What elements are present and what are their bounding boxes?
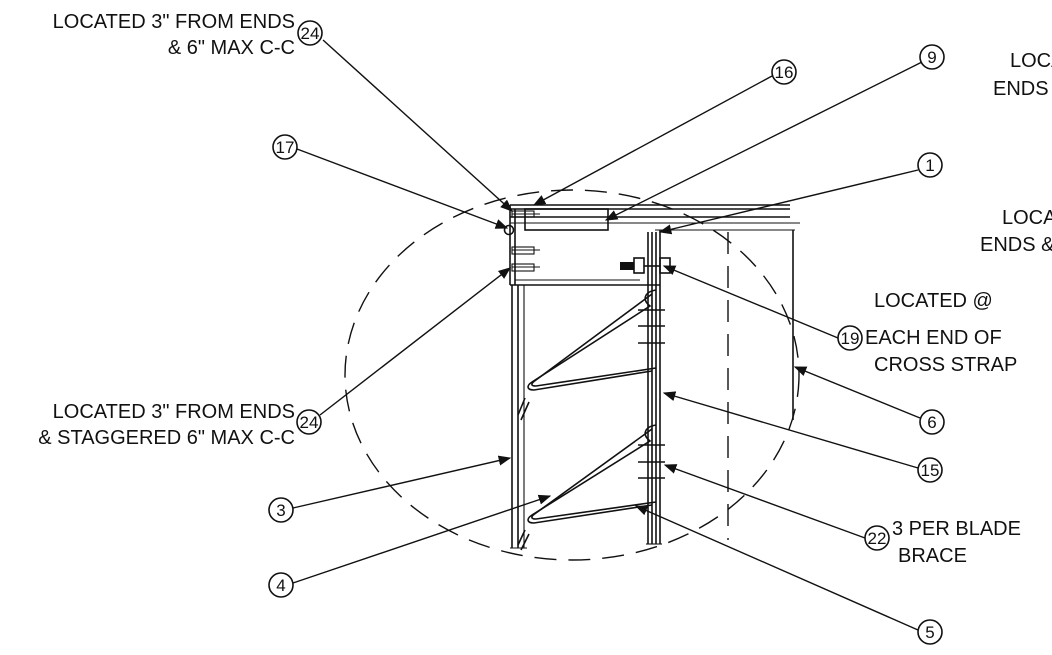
callout-bubble xyxy=(837,325,863,351)
note-22-line1: 3 PER BLADE xyxy=(892,518,1021,540)
callout-1: 1 xyxy=(917,152,943,178)
note-22-line2: BRACE xyxy=(898,545,967,567)
callout-bubble xyxy=(919,44,945,70)
callout-24-top: 24 xyxy=(297,20,323,46)
callout-number: 16 xyxy=(775,63,794,82)
callout-number: 4 xyxy=(276,576,285,595)
blade-upper xyxy=(517,289,665,421)
callout-number: 24 xyxy=(300,413,319,432)
callout-bubble xyxy=(917,152,943,178)
frame-assembly xyxy=(503,204,800,551)
callout-3: 3 xyxy=(268,497,294,523)
bolt-19 xyxy=(620,257,671,274)
callout-number: 22 xyxy=(868,529,887,548)
note-24-mid-line2: & STAGGERED 6" MAX C-C xyxy=(38,427,295,449)
callout-6: 6 xyxy=(919,409,945,435)
callout-number: 6 xyxy=(927,413,936,432)
note-cut-right-1a: LOCA xyxy=(1010,50,1052,72)
note-cut-right-1b: ENDS xyxy=(993,78,1049,100)
callout-bubble xyxy=(917,619,943,645)
callout-number: 1 xyxy=(925,156,934,175)
callout-number: 3 xyxy=(276,501,285,520)
note-19-line2: EACH END OF xyxy=(865,327,1002,349)
callout-bubble xyxy=(771,59,797,85)
header-fasteners xyxy=(503,210,540,272)
callout-4: 4 xyxy=(268,572,294,598)
detail-circle xyxy=(344,189,800,561)
callout-bubble xyxy=(296,409,322,435)
callout-17: 17 xyxy=(272,134,298,160)
callout-bubble xyxy=(919,409,945,435)
callout-number: 19 xyxy=(841,329,860,348)
blade-lower xyxy=(517,424,665,551)
callout-9: 9 xyxy=(919,44,945,70)
leader-lines xyxy=(292,39,923,631)
note-19-line3: CROSS STRAP xyxy=(874,354,1017,376)
callout-number: 15 xyxy=(921,461,940,480)
callout-number: 5 xyxy=(925,623,934,642)
note-cut-right-2a: LOCA xyxy=(1002,207,1052,229)
note-24-top-line1: LOCATED 3" FROM ENDS xyxy=(53,11,295,33)
callout-24-mid: 24 xyxy=(296,409,322,435)
callout-bubble xyxy=(917,457,943,483)
callout-19: 19 xyxy=(837,325,863,351)
callout-bubble xyxy=(864,525,890,551)
callout-bubble xyxy=(268,572,294,598)
callout-number: 9 xyxy=(927,48,936,67)
callout-15: 15 xyxy=(917,457,943,483)
note-24-mid-line1: LOCATED 3" FROM ENDS xyxy=(53,401,295,423)
note-24-top-line2: & 6" MAX C-C xyxy=(168,37,295,59)
callout-22: 22 xyxy=(864,525,890,551)
callout-bubble xyxy=(268,497,294,523)
callout-number: 17 xyxy=(276,138,295,157)
callout-number: 24 xyxy=(301,24,320,43)
note-cut-right-2b: ENDS & xyxy=(980,234,1052,256)
callout-5: 5 xyxy=(917,619,943,645)
callout-bubble xyxy=(297,20,323,46)
note-19-line1: LOCATED @ xyxy=(874,290,993,312)
callout-bubble xyxy=(272,134,298,160)
callout-16: 16 xyxy=(771,59,797,85)
